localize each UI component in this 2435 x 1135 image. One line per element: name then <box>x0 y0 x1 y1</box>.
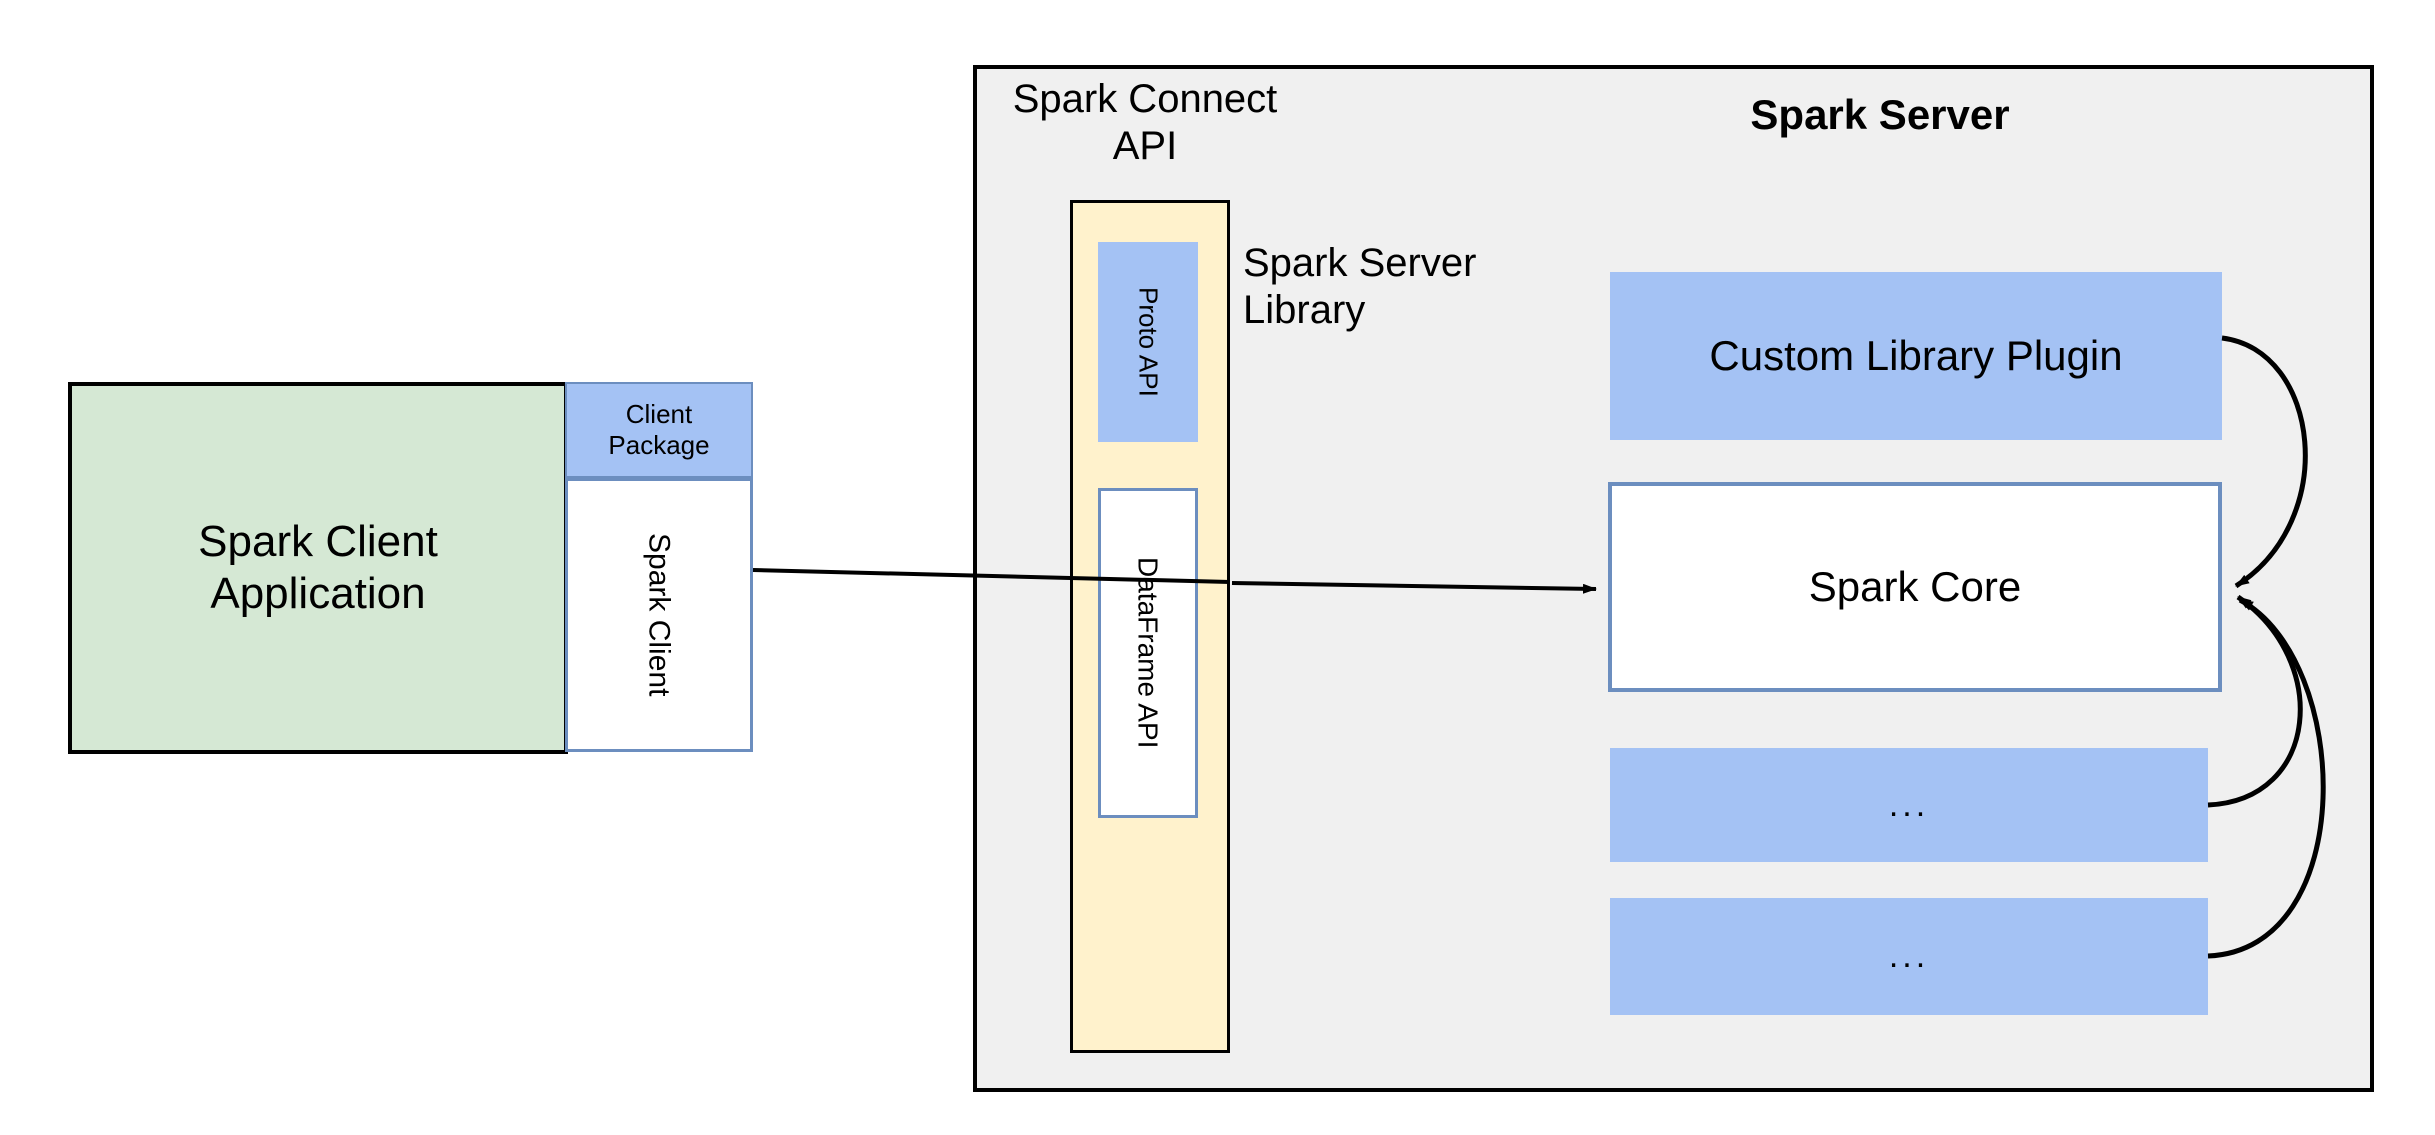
dataframe-api-label: DataFrame API <box>1132 557 1164 749</box>
spark-server-library-label-line1: Spark Server <box>1243 241 1477 285</box>
client-package-box: Client Package <box>565 382 753 478</box>
spark-connect-api-label: Spark Connect API <box>1000 68 1290 178</box>
proto-api-label: Proto API <box>1133 287 1164 397</box>
spark-server-title: Spark Server <box>1750 91 2010 139</box>
custom-library-plugin-box: Custom Library Plugin <box>1610 272 2222 440</box>
spark-client-application-line1: Spark Client <box>198 517 438 567</box>
client-package-label: Client Package <box>608 399 709 460</box>
spark-core-box: Spark Core <box>1608 482 2222 692</box>
spark-server-library-label-line2: Library <box>1243 288 1366 333</box>
ellipsis-box-2: ... <box>1610 898 2208 1015</box>
ellipsis-box-1: ... <box>1610 748 2208 862</box>
proto-api-box: Proto API <box>1098 242 1198 442</box>
client-package-line2: Package <box>608 430 710 460</box>
spark-client-application-box: Spark Client Application <box>68 382 568 754</box>
spark-server-library-label: Spark Server Library <box>1243 240 1573 360</box>
client-package-line1: Client <box>625 399 693 430</box>
dataframe-api-box: DataFrame API <box>1098 488 1198 818</box>
spark-client-application-label: Spark Client Application <box>198 516 438 620</box>
spark-connect-api-label-line1: Spark Connect <box>1012 76 1278 121</box>
spark-connect-api-label-line2: API <box>1112 124 1178 168</box>
spark-client-label: Spark Client <box>642 533 676 697</box>
spark-client-application-line2: Application <box>210 569 426 618</box>
spark-client-box: Spark Client <box>565 478 753 752</box>
